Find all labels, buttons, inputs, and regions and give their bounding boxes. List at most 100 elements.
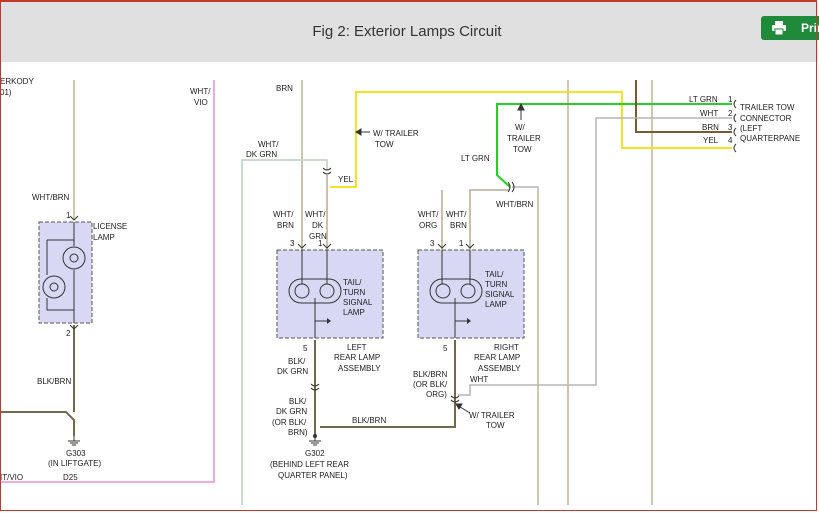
label-wht-dkgrn-b: DK GRN bbox=[246, 150, 277, 159]
label-left-wire-b3: GRN bbox=[309, 232, 327, 241]
print-button[interactable]: Prin bbox=[761, 16, 819, 40]
label-pin-4: 4 bbox=[728, 136, 733, 145]
label-wht-right: WHT bbox=[470, 375, 488, 384]
label-wht-vio-2: VIO bbox=[194, 98, 208, 107]
label-connector-wht: WHT bbox=[700, 109, 718, 118]
background-wires bbox=[73, 80, 653, 505]
label-g303-1: G303 bbox=[66, 449, 86, 458]
label-w-trailer-tow-3b: TOW bbox=[486, 421, 505, 430]
label-g302-2: (BEHIND LEFT REAR bbox=[270, 460, 349, 469]
label-g303-2: (IN LIFTGATE) bbox=[48, 459, 102, 468]
label-connector-brn: BRN bbox=[702, 123, 719, 132]
label-right-wire-b1: WHT/ bbox=[446, 210, 467, 219]
label-right-pin-3: 3 bbox=[430, 239, 435, 248]
wire-wht-vio bbox=[0, 80, 215, 483]
label-brn-top: BRN bbox=[276, 84, 293, 93]
label-lic-pin-2: 2 bbox=[66, 329, 71, 338]
label-bottom-left-1: IT/VIO bbox=[0, 473, 23, 482]
label-right-assy-2: REAR LAMP bbox=[474, 353, 520, 362]
label-right-wire-a1: WHT/ bbox=[418, 210, 439, 219]
label-wht-vio-1: WHT/ bbox=[190, 87, 211, 96]
label-left-wire-a2: BRN bbox=[277, 221, 294, 230]
label-w-trailer-tow-2c: TOW bbox=[513, 145, 532, 154]
label-bottom-d25: D25 bbox=[63, 473, 78, 482]
label-lic-wire-bot: BLK/BRN bbox=[37, 377, 71, 386]
label-lic-pin-1: 1 bbox=[66, 211, 71, 220]
label-right-pin-1: 1 bbox=[459, 239, 464, 248]
label-g302-1: G302 bbox=[305, 449, 325, 458]
label-lic-wire-top: WHT/BRN bbox=[32, 193, 70, 202]
label-w-trailer-tow-1a: W/ TRAILER bbox=[373, 129, 419, 138]
label-right-lamp-4: LAMP bbox=[485, 300, 507, 309]
label-left-lamp-2: TURN bbox=[343, 288, 365, 297]
label-w-trailer-tow-1b: TOW bbox=[375, 140, 394, 149]
label-connector-lt-grn: LT GRN bbox=[689, 95, 718, 104]
label-left-assy-3: ASSEMBLY bbox=[338, 364, 381, 373]
label-wht-brn-top-right: WHT/BRN bbox=[496, 200, 534, 209]
label-left-wire-a1: WHT/ bbox=[273, 210, 294, 219]
label-right-wire-c1: BLK/BRN bbox=[413, 370, 447, 379]
label-right-assy-3: ASSEMBLY bbox=[478, 364, 521, 373]
label-lt-grn-mid: LT GRN bbox=[461, 154, 490, 163]
label-right-pin-5: 5 bbox=[443, 344, 448, 353]
label-left-wire-d4: BRN) bbox=[288, 428, 308, 437]
wire-wht-dkgrn bbox=[241, 159, 328, 505]
label-w-trailer-tow-3a: W/ TRAILER bbox=[469, 411, 515, 420]
label-g302-3: QUARTER PANEL) bbox=[278, 471, 348, 480]
label-top-left-partial: ERKODY bbox=[0, 77, 34, 86]
label-left-wire-d3: (OR BLK/ bbox=[272, 418, 307, 427]
label-pin-2: 2 bbox=[728, 109, 733, 118]
label-left-wire-d1: BLK/ bbox=[289, 397, 307, 406]
label-trailer-tow-3: (LEFT bbox=[740, 124, 762, 133]
label-right-wire-a2: ORG bbox=[419, 221, 437, 230]
label-left-assy-2: REAR LAMP bbox=[334, 353, 380, 362]
label-pin-3: 3 bbox=[728, 123, 733, 132]
label-connector-yel: YEL bbox=[703, 136, 719, 145]
label-pin-1: 1 bbox=[728, 95, 733, 104]
label-right-wire-c3: ORG) bbox=[426, 390, 447, 399]
wire-lamp-feeds bbox=[301, 170, 510, 250]
printer-icon bbox=[772, 21, 786, 35]
label-blk-brn-horizontal: BLK/BRN bbox=[352, 416, 386, 425]
label-right-lamp-2: TURN bbox=[485, 280, 507, 289]
label-trailer-tow-1: TRAILER TOW bbox=[740, 103, 795, 112]
wire-green bbox=[496, 103, 732, 188]
label-w-trailer-tow-2a: W/ bbox=[515, 123, 526, 132]
label-left-lamp-4: LAMP bbox=[343, 308, 365, 317]
label-left-pin-5: 5 bbox=[303, 344, 308, 353]
ground-symbols bbox=[68, 434, 321, 446]
label-left-wire-c1: BLK/ bbox=[288, 357, 306, 366]
label-wht-dkgrn-a: WHT/ bbox=[258, 140, 279, 149]
label-left-assy-1: LEFT bbox=[347, 343, 367, 352]
trailer-tow-arrows bbox=[355, 102, 525, 414]
label-w-trailer-tow-2b: TRAILER bbox=[507, 134, 541, 143]
label-left-wire-c2: DK GRN bbox=[277, 367, 308, 376]
label-left-wire-b2: DK bbox=[312, 221, 324, 230]
label-trailer-tow-4: QUARTERPANE bbox=[740, 134, 800, 143]
label-left-pin-3: 3 bbox=[290, 239, 295, 248]
label-right-lamp-1: TAIL/ bbox=[485, 270, 504, 279]
label-right-wire-c2: (OR BLK/ bbox=[413, 380, 448, 389]
page-title: Fig 2: Exterior Lamps Circuit bbox=[312, 23, 502, 40]
label-left-pin-1: 1 bbox=[318, 239, 323, 248]
label-left-wire-d2: DK GRN bbox=[276, 407, 307, 416]
label-trailer-tow-2: CONNECTOR bbox=[740, 114, 792, 123]
print-button-label: Prin bbox=[801, 21, 819, 35]
label-license-lamp-1: LICENSE bbox=[93, 222, 127, 231]
left-tail-lamp bbox=[276, 243, 384, 339]
diagram-labels: ERKODY 01) WHT/ VIO BRN W/ TRAILER TOW W… bbox=[0, 77, 800, 482]
wire-yellow bbox=[330, 91, 732, 188]
label-right-assy-1: RIGHT bbox=[494, 343, 519, 352]
label-left-lamp-1: TAIL/ bbox=[343, 278, 362, 287]
label-right-wire-b2: BRN bbox=[450, 221, 467, 230]
label-left-lamp-3: SIGNAL bbox=[343, 298, 373, 307]
right-tail-lamp bbox=[417, 243, 525, 339]
page-header: Fig 2: Exterior Lamps Circuit Prin bbox=[1, 2, 819, 62]
label-top-left-partial2: 01) bbox=[0, 88, 12, 97]
label-right-lamp-3: SIGNAL bbox=[485, 290, 515, 299]
license-lamp bbox=[38, 215, 93, 330]
wire-wht-grey bbox=[458, 117, 732, 396]
label-left-wire-b1: WHT/ bbox=[305, 210, 326, 219]
connector-symbols bbox=[310, 99, 737, 403]
